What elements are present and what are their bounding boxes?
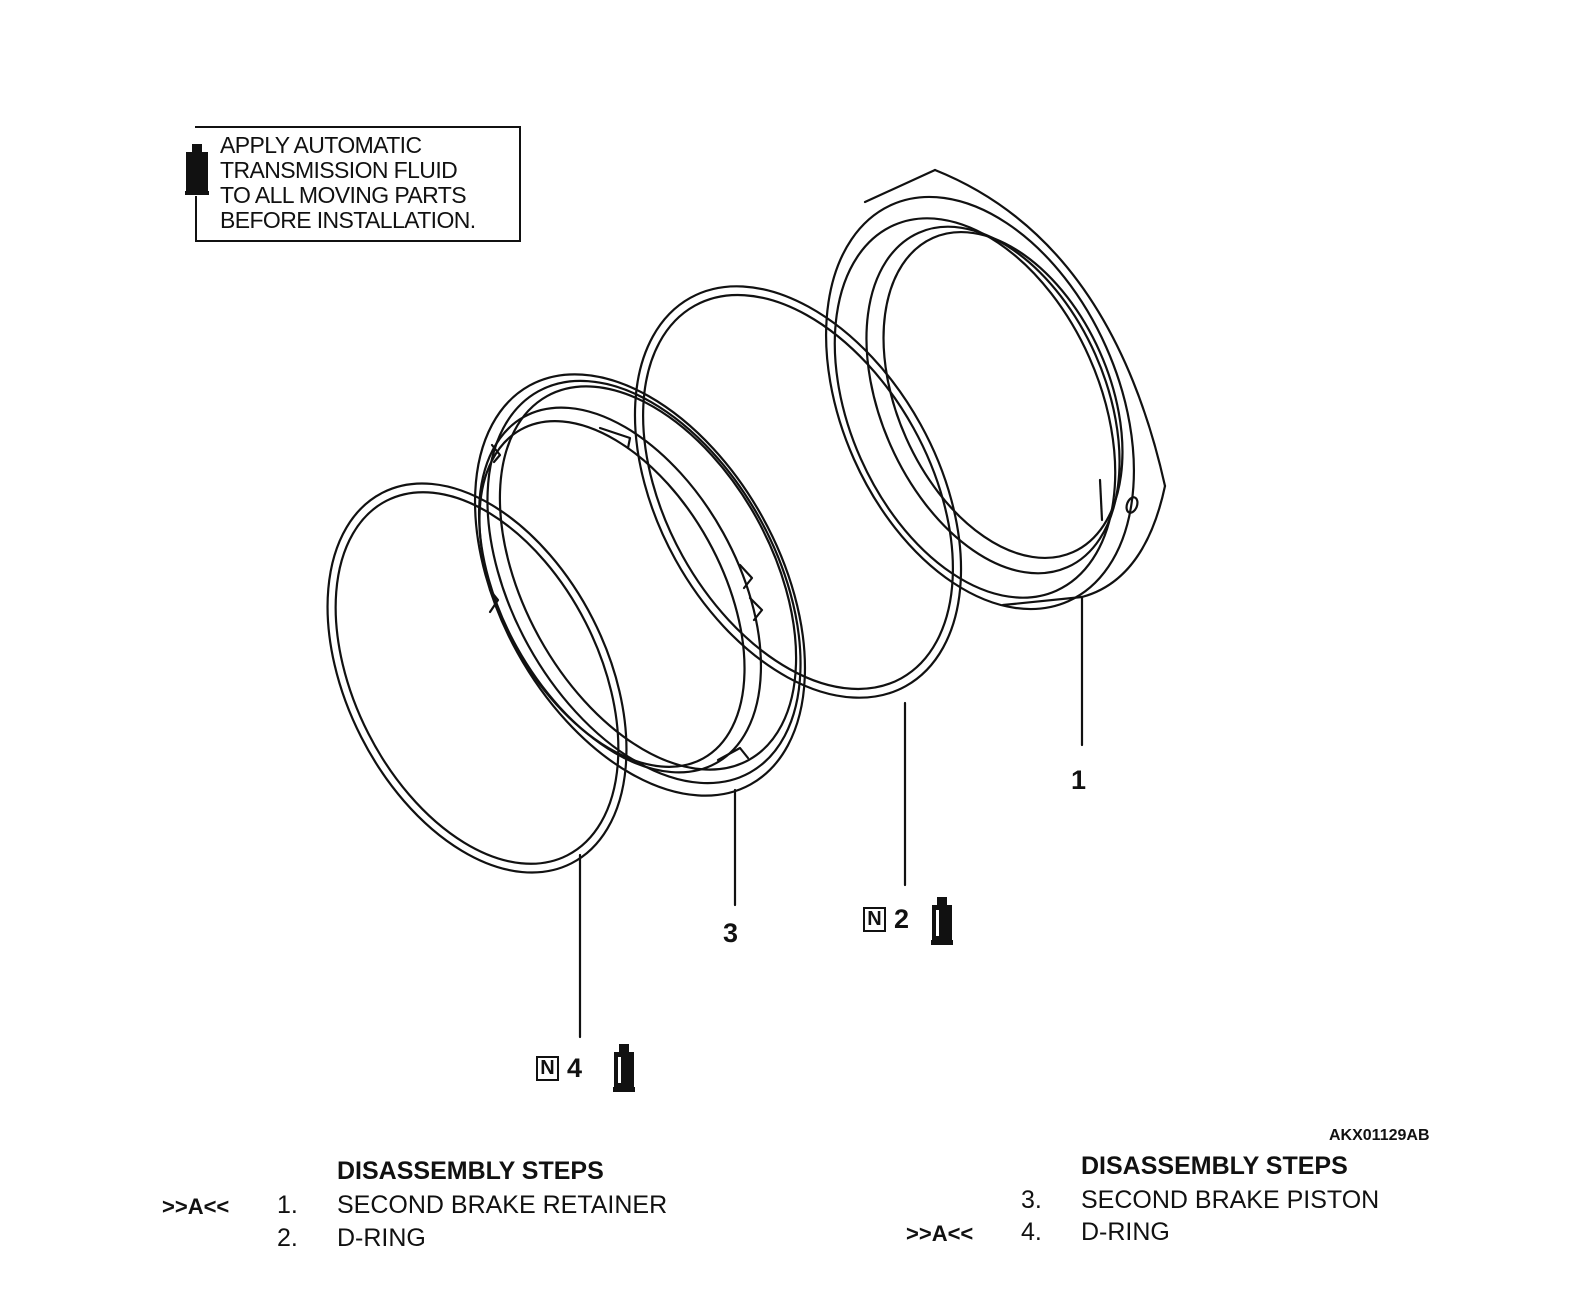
- callout-3: 3: [723, 918, 739, 948]
- callout-4: 4: [567, 1053, 583, 1083]
- figure-code: AKX01129AB: [1329, 1127, 1430, 1144]
- new-part-badge: N: [536, 1056, 559, 1081]
- second-brake-retainer-drawing: [825, 168, 1167, 611]
- d-ring-small-drawing: [326, 482, 628, 874]
- step-number: 1.: [277, 1191, 298, 1219]
- fluid-bottle-icon: [183, 128, 211, 196]
- step-number: 2.: [277, 1224, 298, 1252]
- step-label: D-RING: [1081, 1218, 1170, 1246]
- step-label: SECOND BRAKE RETAINER: [337, 1191, 668, 1219]
- new-part-badge: N: [863, 907, 886, 932]
- steps-heading-left: DISASSEMBLY STEPS: [337, 1157, 604, 1185]
- step-number: 4.: [1021, 1218, 1042, 1246]
- second-brake-piston-drawing: [473, 373, 807, 797]
- callout-1: 1: [1071, 765, 1087, 795]
- note-line: TO ALL MOVING PARTS: [220, 182, 467, 208]
- step-marker: >>A<<: [162, 1194, 230, 1219]
- steps-heading-right: DISASSEMBLY STEPS: [1081, 1152, 1348, 1180]
- callout-2: 2: [894, 904, 910, 934]
- note-text: APPLY AUTOMATIC TRANSMISSION FLUID TO AL…: [220, 133, 476, 233]
- fluid-bottle-icon: [931, 897, 953, 945]
- note-line: APPLY AUTOMATIC: [220, 132, 422, 158]
- step-label: SECOND BRAKE PISTON: [1081, 1186, 1380, 1214]
- note-line: BEFORE INSTALLATION.: [220, 207, 476, 233]
- step-number: 3.: [1021, 1186, 1042, 1214]
- note-line: TRANSMISSION FLUID: [220, 157, 458, 183]
- step-label: D-RING: [337, 1224, 426, 1252]
- step-marker: >>A<<: [906, 1221, 974, 1246]
- fluid-bottle-icon: [613, 1044, 635, 1092]
- d-ring-large-drawing: [633, 285, 963, 699]
